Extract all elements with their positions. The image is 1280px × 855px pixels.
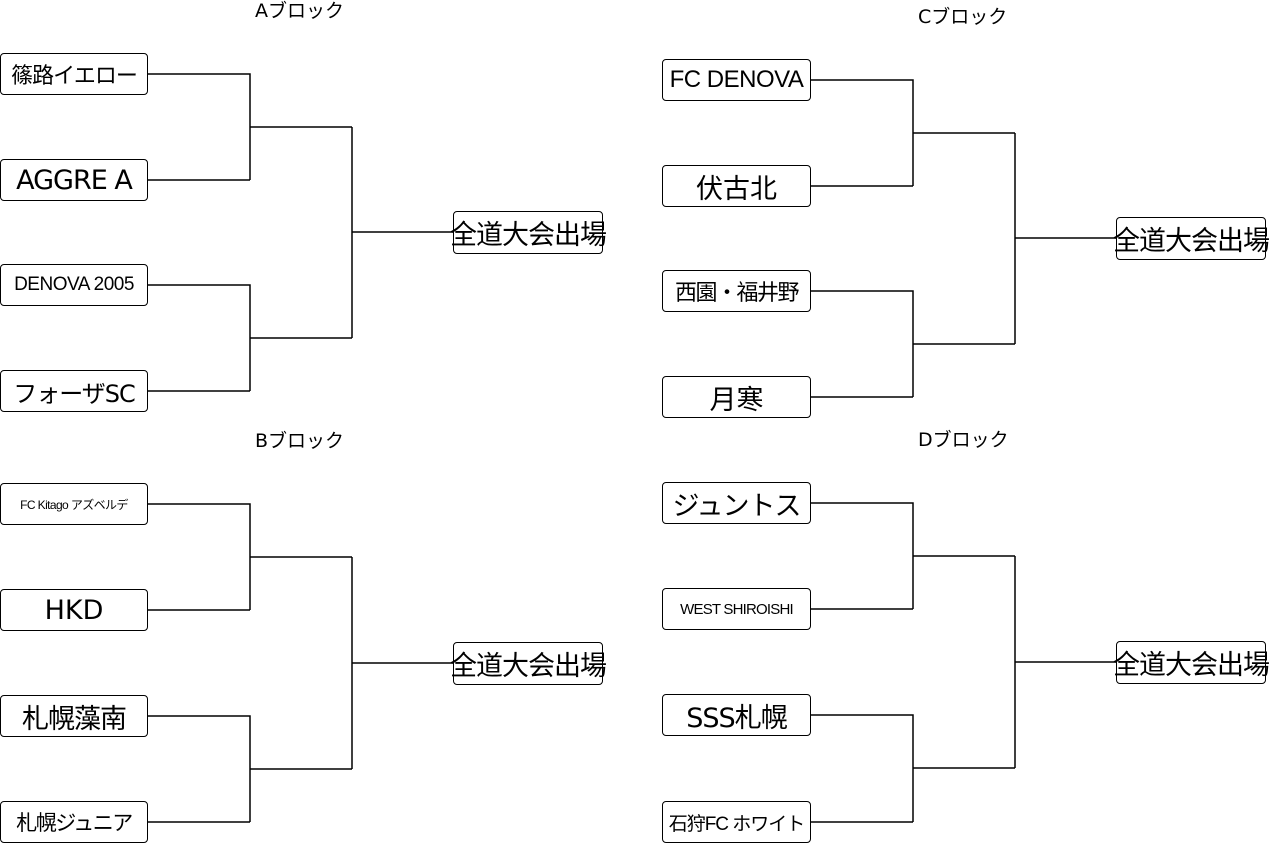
block-d-connector-top <box>811 502 1015 610</box>
block-d-connector-bottom <box>811 714 1015 823</box>
block-d-title: Dブロック <box>918 429 1009 451</box>
team-box: フォーザSC <box>0 370 148 412</box>
team-box: ジュントス <box>662 482 811 524</box>
block-c-connector-final <box>1014 133 1116 344</box>
block-a-connector-top <box>148 73 352 181</box>
block-a-result: 全道大会出場 <box>450 211 607 254</box>
team-box: 伏古北 <box>662 165 811 207</box>
team-box: WEST SHIROISHI <box>662 588 811 630</box>
team-box: SSS札幌 <box>662 694 811 736</box>
block-a-connector-final <box>351 127 453 338</box>
block-c-result: 全道大会出場 <box>1113 217 1270 260</box>
team-box: 月寒 <box>662 376 811 418</box>
team-box: 札幌ジュニア <box>0 801 148 843</box>
block-b-connector-bottom <box>148 715 352 823</box>
team-box: AGGRE A <box>0 159 148 201</box>
team-box: 石狩FC ホワイト <box>662 801 811 843</box>
team-box: HKD <box>0 589 148 631</box>
team-box: DENOVA 2005 <box>0 264 148 306</box>
team-box: FC DENOVA <box>662 59 811 101</box>
block-c-connector-top <box>811 79 1015 187</box>
block-b-connector-final <box>351 557 453 769</box>
block-d-result: 全道大会出場 <box>1113 641 1270 684</box>
block-b-connector-top <box>148 503 352 611</box>
block-c-connector-bottom <box>811 290 1015 398</box>
block-d-connector-final <box>1014 556 1116 768</box>
block-c-title: Cブロック <box>918 6 1008 28</box>
team-box: 篠路イエロー <box>0 53 148 95</box>
team-box: 西園・福井野 <box>662 270 811 312</box>
team-box: 札幌藻南 <box>0 695 148 737</box>
team-box: FC Kitago アズベルデ <box>0 483 148 525</box>
block-b-title: Bブロック <box>255 430 345 452</box>
block-a-title: Aブロック <box>255 0 344 22</box>
block-a-connector-bottom <box>148 284 352 392</box>
block-b-result: 全道大会出場 <box>450 642 607 685</box>
